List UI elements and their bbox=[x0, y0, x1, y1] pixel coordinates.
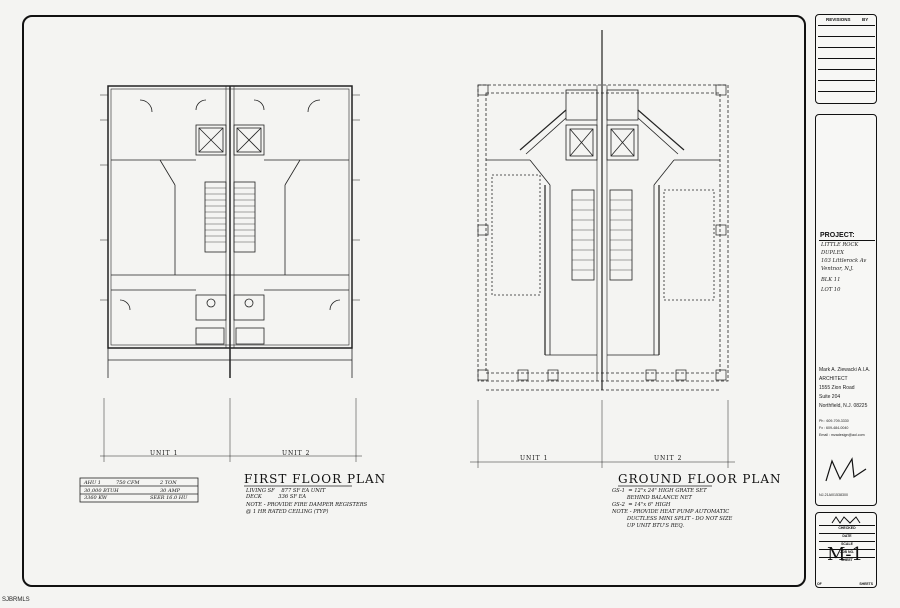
architect-line: Suite 204 bbox=[819, 394, 841, 400]
area-line-1: LIVING SF 877 SF EA UNIT bbox=[246, 488, 326, 494]
contact-line: Ph : 609-709-3330 bbox=[819, 419, 849, 423]
first-floor-plan-linework bbox=[100, 85, 362, 462]
of-label: OF bbox=[817, 582, 822, 586]
sheet-number: M-1 bbox=[827, 544, 863, 565]
project-line: 103 Littlerock Av bbox=[821, 258, 867, 264]
table-cell: 30,000 BTUH bbox=[84, 488, 119, 494]
mls-corner-label: SJBRMLS bbox=[2, 597, 30, 603]
title-block: REVISIONS BY PROJECT: LITTLE ROCK DUPLEX… bbox=[815, 14, 877, 588]
date-field: DATE bbox=[842, 534, 852, 538]
architect-line: ARCHITECT bbox=[819, 376, 848, 382]
project-line: LITTLE ROCK bbox=[821, 242, 859, 248]
sheets-label: SHEETS bbox=[859, 582, 873, 586]
first-floor-plan-title: FIRST FLOOR PLAN bbox=[244, 472, 387, 486]
table-cell: AHU 1 bbox=[84, 480, 101, 486]
table-cell: SEER 16.0 HU bbox=[150, 495, 188, 501]
contact-line: Fx : 609-484-0040 bbox=[819, 426, 849, 430]
first-floor-unit1-label: UNIT 1 bbox=[150, 450, 179, 457]
first-floor-unit2-label: UNIT 2 bbox=[282, 450, 311, 457]
project-label: PROJECT: bbox=[820, 232, 855, 239]
revisions-label: REVISIONS bbox=[826, 17, 851, 22]
area-line-2: DECK 336 SF EA bbox=[246, 494, 307, 500]
project-line: LOT 10 bbox=[821, 287, 841, 293]
project-line: DUPLEX bbox=[821, 250, 844, 256]
revisions-box: REVISIONS BY bbox=[815, 14, 877, 104]
project-line: Ventnor, N.J. bbox=[821, 266, 854, 272]
ground-floor-plan-linework bbox=[470, 30, 735, 468]
ground-floor-unit1-label: UNIT 1 bbox=[520, 455, 549, 462]
firm-logo-icon bbox=[831, 516, 861, 524]
ground-floor-unit2-label: UNIT 2 bbox=[654, 455, 683, 462]
architect-line: Northfield, N.J. 08225 bbox=[819, 403, 868, 409]
architect-line: 1555 Zion Road bbox=[819, 385, 855, 391]
job-no-field: JOB NO. bbox=[839, 550, 855, 554]
table-cell: 750 CFM bbox=[116, 480, 140, 486]
contact-line: Email : mzadesign@aol.com bbox=[819, 433, 865, 437]
scale-field: SCALE bbox=[841, 542, 853, 546]
table-cell: 3360 KW bbox=[84, 495, 108, 501]
architect-seal-icon bbox=[825, 457, 867, 482]
project-box: PROJECT: LITTLE ROCK DUPLEX 103 Littlero… bbox=[815, 114, 877, 506]
architect-line: Mark A. Ziewacki A.I.A. bbox=[819, 367, 871, 373]
table-cell: 30 AMP bbox=[160, 488, 181, 494]
table-cell: 2 TON bbox=[160, 480, 177, 486]
sheet-border bbox=[22, 15, 806, 587]
sheet-info-box: CHECKED DATE SCALE JOB NO. SHEET bbox=[815, 512, 877, 588]
first-floor-note: NOTE - PROVIDE FIRE DAMPER REGISTERS @ 1… bbox=[246, 502, 368, 515]
by-label: BY bbox=[862, 17, 869, 22]
of-sheets: OF SHEETS bbox=[817, 582, 875, 586]
ground-floor-plan-title: GROUND FLOOR PLAN bbox=[618, 472, 782, 486]
sheet-field: SHEET bbox=[841, 558, 853, 562]
ground-floor-notes: GS-1 = 12"x 24" HIGH GRATE SET BEHIND BA… bbox=[612, 488, 733, 529]
checked-field: CHECKED bbox=[838, 526, 856, 530]
project-line: BLK 11 bbox=[821, 277, 841, 283]
license-number: NJ-21AI01538300 bbox=[819, 493, 848, 497]
equipment-table-lines bbox=[79, 477, 199, 503]
